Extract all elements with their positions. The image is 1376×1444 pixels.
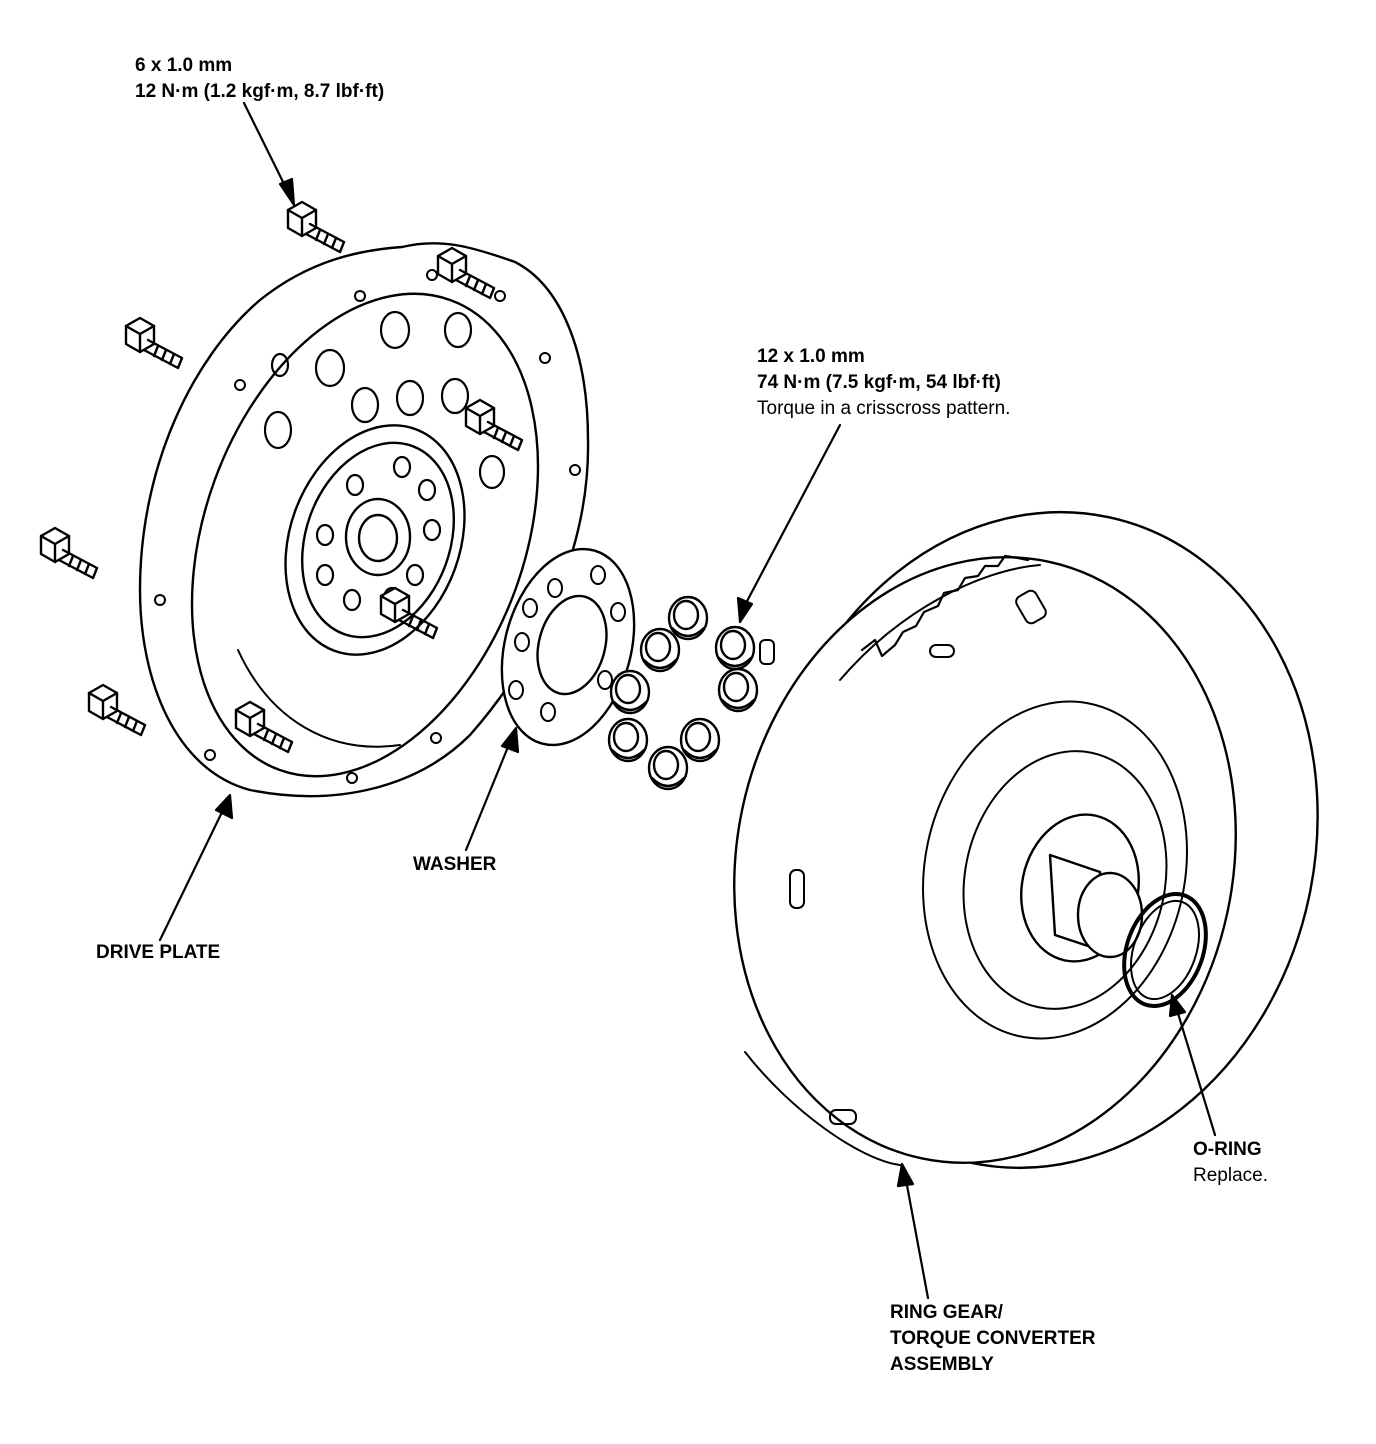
ring-gear-label: RING GEAR/ TORQUE CONVERTER ASSEMBLY	[890, 1300, 1096, 1378]
washer-label-text: WASHER	[413, 854, 497, 875]
small-bolt-size: 6 x 1.0 mm	[135, 55, 233, 76]
ring-gear-line1: RING GEAR/	[890, 1302, 1003, 1323]
o-ring-label: O-RING Replace.	[1193, 1137, 1268, 1189]
drive-plate-label: DRIVE PLATE	[96, 940, 220, 966]
washer-label: WASHER	[413, 852, 496, 878]
leader-arrows	[158, 101, 1217, 1300]
ring-gear-line2: TORQUE CONVERTER	[890, 1328, 1096, 1349]
large-bolt-note: Torque in a crisscross pattern.	[757, 398, 1011, 419]
drive-plate-label-text: DRIVE PLATE	[96, 942, 221, 963]
large-bolt-spec: 12 x 1.0 mm 74 N·m (7.5 kgf·m, 54 lbf·ft…	[757, 344, 1010, 422]
small-bolt-torque: 12 N·m (1.2 kgf·m, 8.7 lbf·ft)	[135, 81, 385, 102]
small-bolt-spec: 6 x 1.0 mm 12 N·m (1.2 kgf·m, 8.7 lbf·ft…	[135, 53, 384, 105]
washer	[500, 547, 636, 747]
large-bolt-size: 12 x 1.0 mm	[757, 346, 865, 367]
ring-gear-line3: ASSEMBLY	[890, 1354, 994, 1375]
drive-plate	[138, 242, 590, 798]
o-ring-note: Replace.	[1193, 1165, 1268, 1186]
o-ring-label-text: O-RING	[1193, 1139, 1262, 1160]
large-bolt-torque: 74 N·m (7.5 kgf·m, 54 lbf·ft)	[757, 372, 1001, 393]
torque-converter	[733, 510, 1319, 1170]
